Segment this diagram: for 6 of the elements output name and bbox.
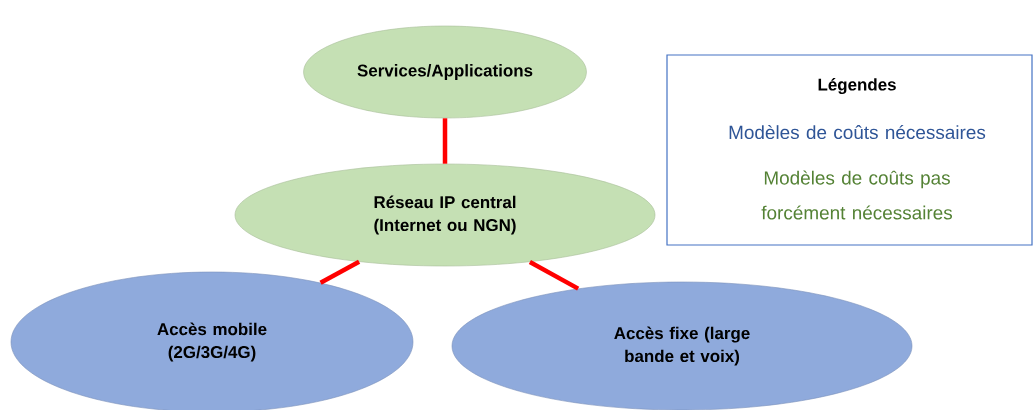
legend-entry: Modèles de coûts pas forcément nécessaires xyxy=(761,170,953,220)
connector-line xyxy=(442,118,448,164)
connector-line xyxy=(528,259,580,291)
legend-entry: Modèles de coûts nécessaires xyxy=(729,124,986,140)
legend-title: Légendes xyxy=(818,78,896,94)
connector-line xyxy=(319,259,361,285)
